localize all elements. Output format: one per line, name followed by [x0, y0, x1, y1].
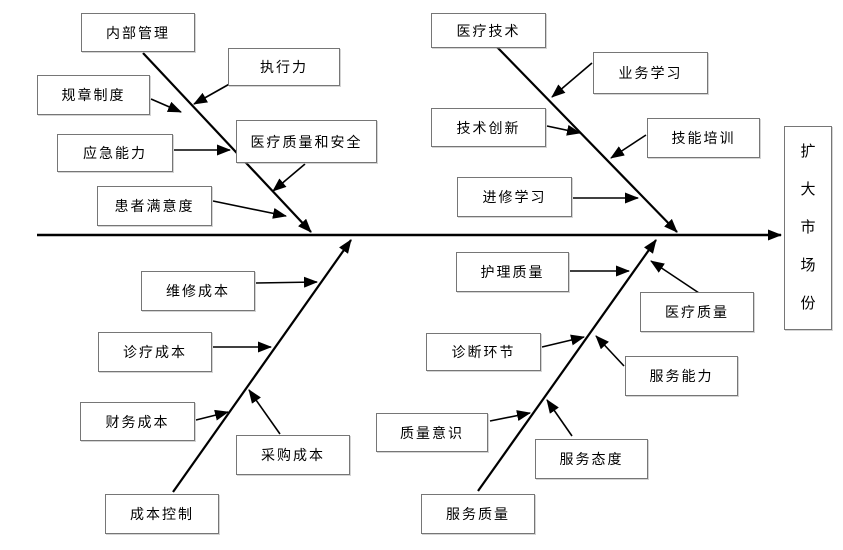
node-service-capability: 服务能力	[625, 356, 738, 396]
node-business-learning: 业务学习	[593, 52, 708, 94]
arrow-skill-training	[610, 134, 647, 159]
node-service-attitude: 服务态度	[535, 439, 648, 479]
node-medical-technology: 医疗技术	[431, 13, 546, 48]
arrow-patient-satisfaction	[212, 200, 287, 219]
arrow-service-capability	[595, 335, 625, 367]
node-head-market-share: 扩大市场份	[784, 126, 832, 330]
node-finance-cost: 财务成本	[80, 402, 195, 441]
node-medical-quality: 医疗质量	[640, 292, 754, 332]
arrow-service-attitude	[546, 399, 573, 437]
node-quality-awareness: 质量意识	[376, 413, 488, 452]
node-treatment-cost: 诊疗成本	[98, 332, 212, 372]
node-patient-satisfaction: 患者满意度	[97, 186, 212, 226]
node-internal-management: 内部管理	[81, 13, 195, 52]
arrow-procurement-cost	[248, 389, 281, 435]
arrow-medical-quality	[650, 260, 700, 294]
arrow-rules-regulations	[150, 98, 182, 113]
arrow-diagnosis-link	[541, 334, 585, 348]
branch-top-right	[496, 46, 678, 233]
node-rules-regulations: 规章制度	[37, 75, 150, 115]
branch-bottom-right	[477, 239, 657, 492]
node-maintenance-cost: 维修成本	[141, 271, 255, 311]
node-medical-quality-safety: 医疗质量和安全	[236, 120, 377, 163]
node-diagnosis-link: 诊断环节	[426, 333, 541, 371]
node-service-quality: 服务质量	[421, 494, 535, 534]
arrow-business-learning	[551, 62, 593, 98]
branch-top-left	[142, 52, 312, 233]
arrow-execution	[193, 81, 234, 105]
node-cost-control: 成本控制	[105, 494, 219, 534]
arrow-quality-awareness	[489, 410, 531, 422]
node-execution: 执行力	[228, 48, 340, 86]
arrow-maintenance-cost	[255, 276, 318, 288]
node-skill-training: 技能培训	[647, 118, 760, 158]
arrow-tech-innovation	[546, 124, 581, 136]
node-procurement-cost: 采购成本	[236, 435, 350, 475]
branch-bottom-left	[172, 239, 352, 493]
arrow-finance-cost	[195, 409, 229, 421]
head-label: 扩大市场份	[800, 143, 816, 312]
node-tech-innovation: 技术创新	[431, 108, 546, 147]
node-emergency-capability: 应急能力	[57, 134, 173, 172]
arrow-medical-quality-safety	[272, 163, 306, 192]
node-nursing-quality: 护理质量	[456, 252, 569, 292]
node-further-study: 进修学习	[457, 177, 572, 217]
